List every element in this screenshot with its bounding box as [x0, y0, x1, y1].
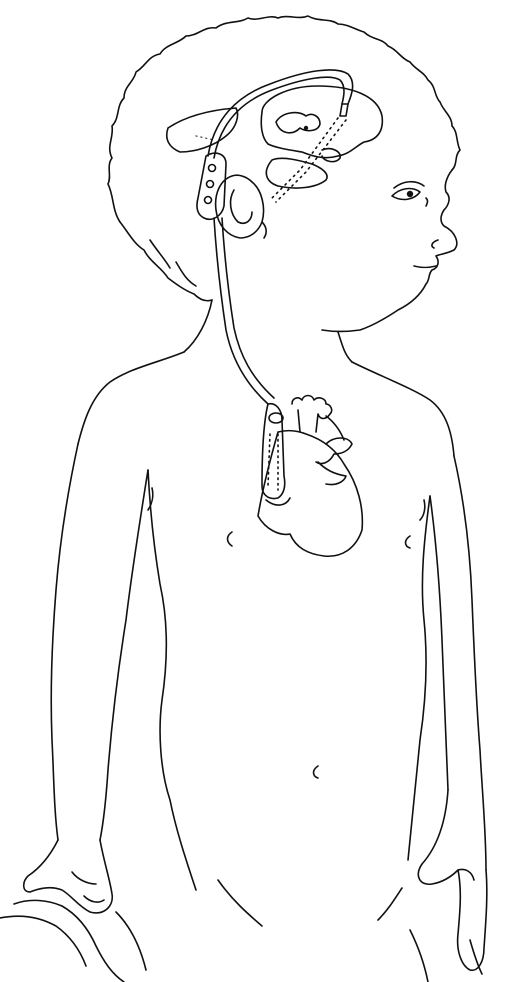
shunt-valve-icon: [197, 153, 226, 219]
ventricular-catheter-tip: [340, 104, 348, 116]
torso-left: [148, 470, 196, 890]
brain-ventricles-icon: [167, 86, 383, 188]
torso-right: [408, 496, 430, 860]
neck-front: [338, 332, 352, 362]
groin-line-left: [218, 880, 262, 926]
hair-strand-1: [176, 262, 196, 286]
hair-icon: [108, 16, 460, 222]
cloth-left-2: [0, 916, 86, 966]
arm-right-outer: [454, 456, 486, 870]
cloth-left: [14, 900, 124, 982]
heart-icon: [258, 396, 362, 557]
hand-icon: [418, 790, 486, 974]
face-profile: [322, 170, 457, 332]
arm-right-inner: [430, 496, 448, 790]
nostril: [432, 240, 438, 248]
cloth-right: [410, 930, 428, 982]
shunt-catheter-distal-inner: [222, 218, 274, 398]
eye-icon: [392, 182, 428, 206]
nipple-icon: [406, 536, 411, 548]
nipple-icon: [228, 532, 233, 546]
shunt-catheter-distal: [214, 218, 268, 404]
neck-back: [184, 300, 212, 352]
shoulder-left: [78, 352, 184, 444]
shoulder-right: [352, 362, 454, 456]
armpit-crease-right: [420, 500, 425, 520]
hair-strand-2: [150, 240, 170, 268]
groin-line-right: [378, 888, 402, 920]
arm-left-outer: [51, 444, 78, 840]
arm-left-inner: [100, 470, 148, 840]
hand-icon: [24, 840, 113, 913]
mouth-line: [414, 266, 436, 268]
shunt-catheter-upper: [208, 70, 353, 156]
cloth-fold: [116, 912, 146, 970]
navel-icon: [314, 766, 319, 778]
